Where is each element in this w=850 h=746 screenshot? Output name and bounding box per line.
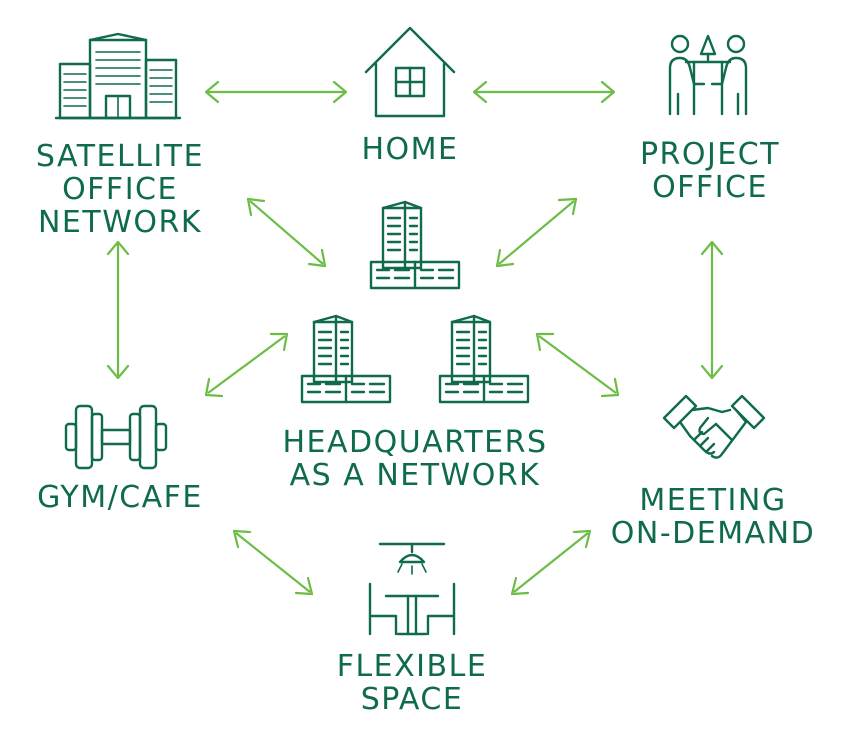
arrow-gym-hq xyxy=(204,332,289,398)
label-satellite-office-network: SATELLITE OFFICE NETWORK xyxy=(35,139,205,240)
dumbbell-icon xyxy=(64,404,168,470)
label-headquarters-network: HEADQUARTERS AS A NETWORK xyxy=(282,425,548,493)
arrow-meeting-hq xyxy=(535,332,620,398)
arrow-gym-flexible xyxy=(232,529,314,596)
arrow-satellite-hq xyxy=(246,197,327,268)
label-meeting-on-demand: MEETING ON-DEMAND xyxy=(610,483,816,551)
house-icon xyxy=(364,26,456,118)
label-project-office: PROJECT OFFICE xyxy=(639,137,781,205)
tower-buildings-icon xyxy=(300,200,530,404)
label-flexible-space: FLEXIBLE SPACE xyxy=(336,649,488,717)
cafe-table-icon xyxy=(368,542,456,636)
label-gym-cafe: GYM/CAFE xyxy=(37,480,203,515)
arrow-project-hq xyxy=(495,197,578,268)
arrow-home-project xyxy=(472,80,616,104)
office-buildings-icon xyxy=(54,32,182,120)
arrow-flexible-meeting xyxy=(510,529,592,596)
handshake-icon xyxy=(662,394,766,459)
people-at-table-icon xyxy=(668,34,748,116)
label-home: HOME xyxy=(361,132,459,167)
arrow-satellite-gym xyxy=(106,240,130,380)
arrow-project-meeting xyxy=(700,240,724,380)
arrow-satellite-home xyxy=(204,80,348,104)
